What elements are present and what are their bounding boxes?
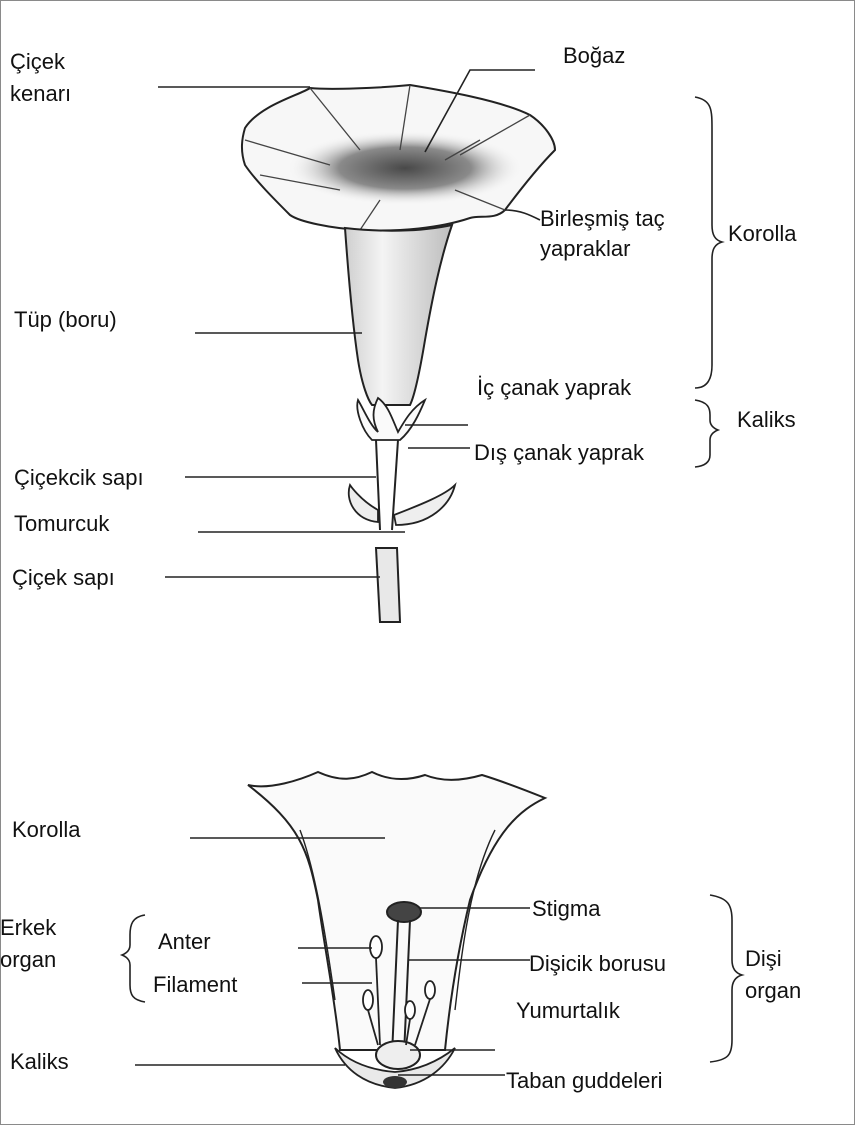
stigma-head (387, 902, 421, 922)
label-erkek-line1: Erkek (0, 912, 56, 944)
label-yumurtalik: Yumurtalık (516, 996, 620, 1026)
label-kaliks-lower: Kaliks (10, 1047, 69, 1077)
throat-shading (285, 130, 525, 206)
label-korolla-upper: Korolla (728, 219, 796, 249)
label-taban-guddeleri: Taban guddeleri (506, 1066, 663, 1096)
peduncle (376, 548, 400, 622)
label-birlesmis-tac-yapraklar: Birleşmiş taç yapraklar (540, 204, 665, 264)
label-cicek-kenari-line2: kenarı (10, 78, 71, 110)
label-tup-boru: Tüp (boru) (14, 305, 117, 335)
label-disi-line2: organ (745, 975, 801, 1007)
ovary (376, 1041, 420, 1069)
label-disicik-borusu: Dişicik borusu (529, 949, 666, 979)
label-filament: Filament (153, 970, 237, 1000)
label-disi-organ: Dişi organ (745, 943, 801, 1007)
left-leaf (349, 485, 378, 522)
label-kaliks-upper: Kaliks (737, 405, 796, 435)
label-cicekcik-sapi: Çiçekcik sapı (14, 463, 144, 493)
label-anter: Anter (158, 927, 211, 957)
label-cicek-kenari-line1: Çiçek (10, 46, 71, 78)
label-erkek-line2: organ (0, 944, 56, 976)
label-cicek-sapi: Çiçek sapı (12, 563, 115, 593)
right-leaf (394, 485, 455, 525)
label-birlesmis-line2: yapraklar (540, 234, 665, 264)
label-ic-canak-yaprak: İç çanak yaprak (477, 373, 631, 403)
label-erkek-organ: Erkek organ (0, 912, 56, 976)
label-cicek-kenari: Çiçek kenarı (10, 46, 71, 110)
label-stigma: Stigma (532, 894, 600, 924)
corolla-tube (345, 225, 452, 405)
label-birlesmis-line1: Birleşmiş taç (540, 204, 665, 234)
label-disi-line1: Dişi (745, 943, 801, 975)
upper-flower (242, 85, 555, 622)
lower-flower (248, 772, 545, 1088)
basal-gland (383, 1076, 407, 1088)
label-bogaz: Boğaz (563, 41, 625, 71)
label-dis-canak-yaprak: Dış çanak yaprak (474, 438, 644, 468)
label-tomurcuk: Tomurcuk (14, 509, 109, 539)
label-korolla-lower: Korolla (12, 815, 80, 845)
